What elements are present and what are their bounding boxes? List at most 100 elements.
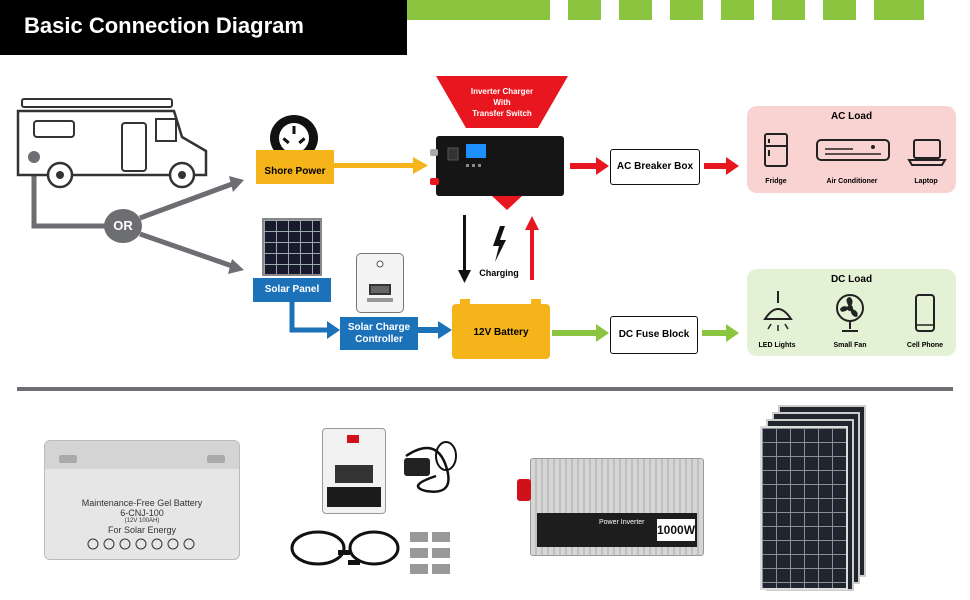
product-gel-battery: Maintenance-Free Gel Battery 6-CNJ-100 (… (44, 440, 240, 560)
shore-power-label: Shore Power (256, 150, 334, 184)
battery-box: 12V Battery (452, 304, 550, 359)
breaker-to-acload-line (704, 163, 728, 169)
gel-battery-terminal-left (59, 455, 77, 463)
controller-terminals (327, 487, 381, 507)
gel-battery-lid (45, 441, 239, 469)
discharge-up-head (525, 216, 539, 230)
inverter-to-breaker-line (570, 163, 598, 169)
laptop-icon (907, 139, 947, 166)
dc-load-item-small-fan: Small Fan (833, 342, 867, 349)
controller-label-line1: Solar Charge (347, 322, 411, 333)
inverter-label: Inverter Charger With Transfer Switch (440, 86, 564, 119)
gel-battery-text-line2: 6-CNJ-100 (120, 508, 164, 518)
product-charge-controller (322, 428, 386, 514)
dc-fuse-block: DC Fuse Block (610, 316, 698, 354)
shore-to-inverter-head (413, 157, 428, 174)
inverter-product-watt: 1000W (657, 519, 695, 541)
or-to-shore-arrow (139, 181, 233, 221)
ac-load-item-fridge: Fridge (765, 178, 787, 185)
decor-bar-7 (823, 0, 856, 20)
decor-bar-2 (568, 0, 601, 20)
inverter-label-line3: Transfer Switch (472, 109, 532, 118)
air-conditioner-icon (816, 139, 890, 161)
controller-lcd (335, 465, 373, 483)
controller-to-battery-line (418, 327, 440, 333)
inverter-to-breaker-head (596, 157, 609, 175)
inverter-bottom-triangle (492, 196, 522, 210)
panel-to-controller-line (289, 301, 328, 333)
gel-battery-text-line4: For Solar Energy (107, 525, 177, 535)
dc-load-title: DC Load (830, 274, 873, 285)
or-badge (104, 209, 142, 243)
decor-bar-3 (619, 0, 652, 20)
charging-down-line (463, 215, 466, 273)
or-to-solar-head (228, 259, 244, 274)
shore-to-inverter-line (334, 163, 416, 168)
controller-label: Solar Charge Controller (340, 317, 418, 350)
dc-load-panel: DC Load LED Lights Small Fan Cell Phone (747, 269, 956, 356)
decor-bar-4 (670, 0, 703, 20)
dc-load-item-cell-phone: Cell Phone (906, 342, 944, 349)
controller-device-icon (356, 253, 404, 313)
product-solar-panel-front (760, 426, 848, 590)
inverter-product-name: Power Inverter (599, 519, 645, 526)
charging-down-head (458, 270, 471, 283)
fan-icon (836, 294, 864, 332)
or-label: OR (113, 218, 133, 233)
cell-phone-icon (915, 294, 935, 332)
decor-bar-8 (874, 0, 924, 20)
gel-battery-text-line1: Maintenance-Free Gel Battery (81, 498, 203, 508)
inverter-product-label: Power Inverter 1000W (537, 513, 697, 547)
battery-to-fuse-line (552, 330, 598, 336)
inverter-port (430, 149, 438, 156)
inverter-label-line1: Inverter Charger (470, 87, 534, 96)
gel-battery-symbols (87, 538, 195, 550)
decor-bar-6 (772, 0, 805, 20)
lightning-icon (493, 226, 506, 262)
inverter-red-socket (517, 479, 531, 501)
inverter-label-triangle (436, 76, 568, 128)
or-to-solar-arrow (139, 231, 233, 269)
dc-load-item-led-lights: LED Lights (758, 342, 796, 349)
controller-red-accent (347, 435, 359, 443)
controller-label-line2: Controller (355, 334, 403, 345)
fuse-to-dcload-head (726, 324, 739, 342)
battery-terminal-left (460, 299, 470, 305)
decor-bar-5 (721, 0, 754, 20)
page-title: Basic Connection Diagram (0, 0, 407, 55)
battery-to-fuse-head (596, 324, 609, 342)
ac-load-item-air-conditioner: Air Conditioner (826, 178, 878, 185)
mc4-cables (290, 530, 400, 566)
temp-sensor-cable (404, 441, 457, 493)
ac-load-title: AC Load (830, 111, 873, 122)
ac-breaker-box: AC Breaker Box (610, 149, 700, 185)
solar-panel-icon (262, 218, 322, 276)
ac-load-item-laptop: Laptop (914, 178, 938, 185)
rv-connector-line (31, 158, 108, 229)
battery-terminal-right (531, 299, 541, 305)
mounting-brackets (410, 532, 450, 574)
fridge-icon (764, 133, 788, 167)
discharge-up-line (530, 228, 534, 280)
fuse-to-dcload-line (702, 330, 728, 336)
decor-bar-1 (407, 0, 550, 20)
solar-panel-label: Solar Panel (253, 278, 331, 302)
controller-to-battery-head (438, 321, 452, 339)
ac-load-panel: AC Load Fridge Air Conditioner Laptop (747, 106, 956, 193)
panel-to-controller-head (327, 321, 340, 339)
led-light-icon (763, 291, 793, 331)
section-divider (17, 387, 953, 391)
gel-battery-terminal-right (207, 455, 225, 463)
or-to-shore-head (229, 176, 244, 192)
charging-label: Charging (479, 268, 519, 278)
inverter-red-terminal (430, 178, 439, 185)
rv-icon (16, 98, 208, 189)
inverter-label-line2: With (493, 98, 511, 107)
gel-battery-text-line3: (12V 100AH) (124, 518, 160, 524)
inverter-product-watt-text: 1000W (657, 523, 696, 537)
inverter-charger-device (436, 136, 564, 196)
product-power-inverter: Power Inverter 1000W (517, 458, 704, 556)
breaker-to-acload-head (726, 157, 739, 175)
gel-battery-text: Maintenance-Free Gel Battery 6-CNJ-100 (… (45, 498, 239, 535)
